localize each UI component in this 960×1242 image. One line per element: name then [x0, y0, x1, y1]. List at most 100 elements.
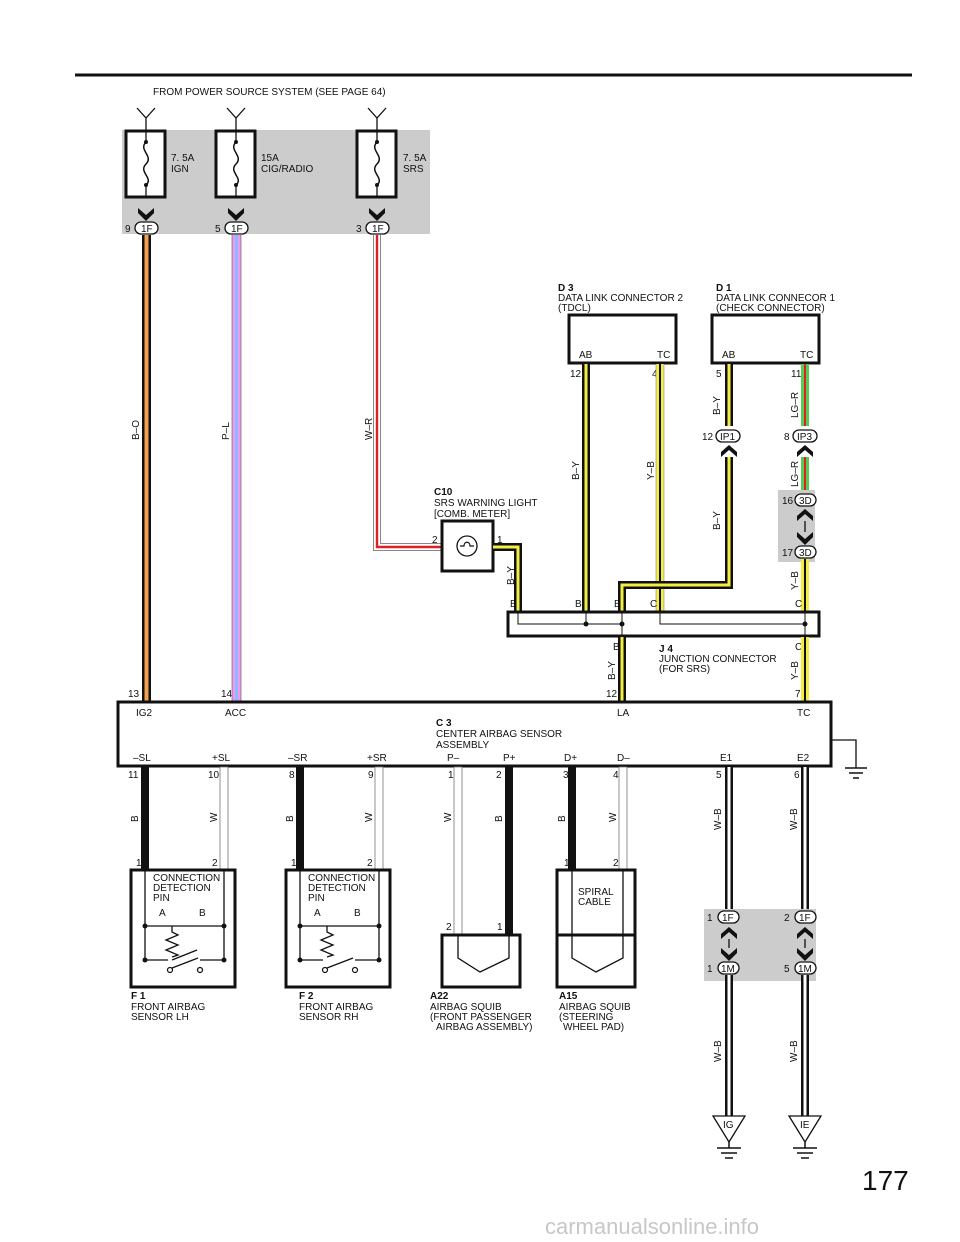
f1-cdp-text: CONNECTION [153, 873, 220, 884]
f2-sub: SENSOR RH [299, 1012, 358, 1023]
fuse-srs-amp: 7. 5A [403, 153, 427, 164]
wire-label: Y–B [790, 661, 801, 680]
d1-ab-terminal: AB [722, 350, 736, 361]
wire-label: LG–R [790, 392, 801, 418]
j4-id: J 4 [659, 644, 673, 655]
wire-b-y-j4 [618, 637, 626, 701]
wire-y-b-d3 [655, 364, 665, 612]
j4-terminal: B [510, 599, 517, 610]
junction-dot [583, 621, 589, 627]
wire-b-y-ip1 [618, 457, 733, 612]
j1f-left-connector [717, 910, 740, 924]
f1-term-a: A [159, 908, 166, 919]
j4-terminal: C [795, 599, 802, 610]
c3-id: C 3 [436, 718, 452, 729]
c3-terminal: ACC [225, 708, 246, 719]
pin-label: 2 [613, 858, 619, 869]
fuse-connector-chevron [138, 208, 385, 221]
pin-label: 4 [652, 369, 658, 380]
pin-label: 5 [784, 964, 790, 975]
f1-switch-contact [196, 966, 204, 974]
d1-connector-box [710, 313, 821, 365]
fuse-ign-name: IGN [171, 164, 189, 175]
ground-point-ie [787, 1115, 823, 1144]
j4-terminal: B [575, 599, 582, 610]
j1m-left-connector [717, 961, 740, 975]
d3-id: D 3 [558, 283, 574, 294]
pin-label: 11 [791, 369, 802, 380]
pin-label: 1 [136, 858, 142, 869]
power-source-label: FROM POWER SOURCE SYSTEM (SEE PAGE 64) [153, 87, 386, 98]
wire-label: B–Y [571, 461, 582, 480]
fuse-srs-name: SRS [403, 164, 424, 175]
pin-label: 7 [795, 689, 801, 700]
a15-spiral-text: CABLE [578, 897, 611, 908]
f2-nodes [297, 923, 382, 963]
a22-id: A22 [430, 991, 449, 1002]
wire-w-b-lower [725, 975, 809, 1116]
j4-sub: (FOR SRS) [659, 664, 710, 675]
junction-dot [802, 621, 808, 627]
f2-cdp-text: CONNECTION [308, 873, 375, 884]
c3-terminal: P+ [503, 753, 516, 764]
conn-1f-label: 1F [372, 224, 384, 235]
wire-label: W [608, 812, 619, 822]
pin-label: 1 [291, 858, 297, 869]
wire-label: Y–B [790, 571, 801, 590]
pin-label: 16 [782, 496, 794, 507]
a15-sub2: WHEEL PAD) [563, 1022, 624, 1033]
pin-label: 1 [497, 535, 503, 546]
j4-terminal: B [613, 642, 620, 653]
c3-terminal: TC [797, 708, 810, 719]
ip3-connector [792, 429, 818, 443]
j3d-top-connector [794, 493, 817, 507]
d3-sub: (TDCL) [558, 303, 591, 314]
connector-1f-ovals [134, 221, 390, 235]
d1-name: DATA LINK CONNECOR 1 [716, 293, 836, 304]
c10-id: C10 [434, 487, 453, 498]
pin-label: 12 [702, 432, 714, 443]
bulb-icon [456, 535, 478, 557]
pin-label: 9 [368, 770, 374, 781]
wire-label: W–B [789, 808, 800, 830]
wire-label: B [557, 815, 568, 822]
wire-label: W–B [713, 808, 724, 830]
pin-label: 4 [613, 770, 619, 781]
c10-sub: [COMB. METER] [434, 509, 510, 520]
f2-id: F 2 [299, 991, 314, 1002]
pin-label: 1 [707, 964, 713, 975]
pin-label: 5 [716, 369, 722, 380]
j3d-bot-connector [794, 545, 817, 559]
pin-label: 12 [606, 689, 618, 700]
conn-1f-label: 1F [141, 224, 153, 235]
j1f-left-label: 1F [722, 913, 734, 924]
c3-sub: ASSEMBLY [436, 740, 489, 751]
pin-label: 17 [782, 548, 794, 559]
d1-id: D 1 [716, 283, 732, 294]
wire-label: B–Y [607, 661, 618, 680]
fuse-srs [355, 129, 398, 199]
f1-cdp-text: DETECTION [153, 883, 211, 894]
pin-label: 12 [570, 369, 582, 380]
j3d-chevron [797, 509, 813, 521]
f1-cdp-text: PIN [153, 893, 170, 904]
ground-icon [717, 1142, 741, 1159]
j3d-bot-label: 3D [799, 548, 812, 559]
wire-label: B [285, 815, 296, 822]
wire-lg-r-ip3 [801, 457, 809, 493]
ground-icon [845, 767, 867, 779]
wire-w-r [373, 235, 441, 551]
c3-terminal: IG2 [136, 708, 153, 719]
f1-term-b: B [199, 908, 206, 919]
d3-tc-terminal: TC [657, 350, 670, 361]
wire-y-b-3d [801, 559, 809, 612]
c3-terminal: D– [617, 753, 630, 764]
squib-icon [571, 935, 624, 973]
a22-sub2: AIRBAG ASSEMBLY) [436, 1022, 533, 1033]
fuse-ign [124, 129, 167, 199]
wire-label: W [364, 812, 375, 822]
ip1-connector [715, 429, 741, 443]
wire-label: P–L [221, 422, 232, 440]
pin-label: 9 [125, 224, 131, 235]
